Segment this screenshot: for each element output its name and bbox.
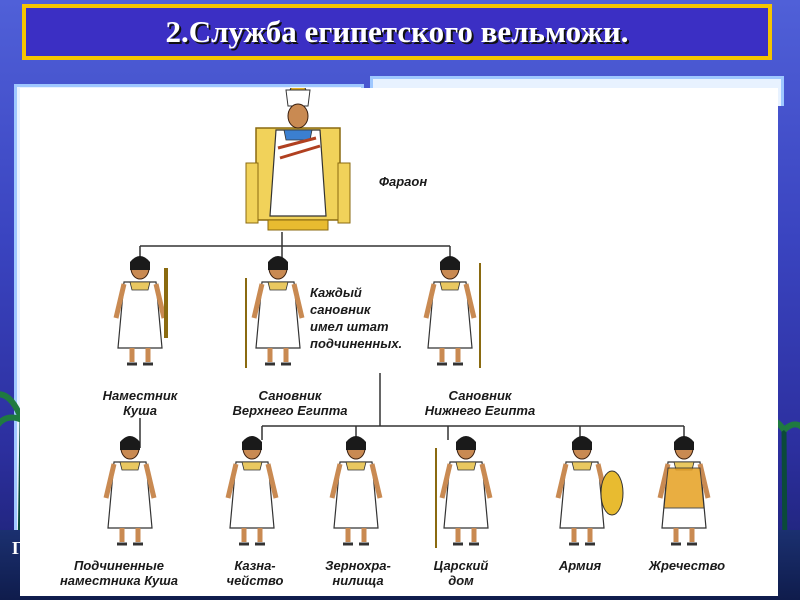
- slide-title-bar: 2.Служба египетского вельможи.: [22, 4, 772, 60]
- level2-label-royal-house: Царский дом: [433, 558, 489, 588]
- pharaoh-figure: [245, 88, 351, 231]
- level1-label-lower-egypt: Сановник Нижнего Египта: [424, 388, 536, 418]
- level2-label-priesthood: Жречество: [648, 558, 726, 573]
- kush-governor-figure: [116, 256, 168, 364]
- level1-label-upper-egypt: Сановник Верхнего Египта: [232, 388, 348, 418]
- slide-title: 2.Служба египетского вельможи.: [165, 14, 629, 49]
- hidden-text-fragment: Г: [12, 538, 24, 558]
- lower-egypt-official-figure: [426, 256, 481, 368]
- diagram-canvas: [20, 88, 778, 548]
- level1-label-kush-governor: Наместник Куша: [102, 388, 178, 418]
- kush-subordinates-figure: [106, 436, 154, 544]
- level2-label-kush-subordinates: Подчиненные наместника Куша: [59, 558, 179, 588]
- upper-egypt-official-figure: [245, 256, 302, 368]
- royal-house-figure: [435, 436, 490, 548]
- treasury-figure: [228, 436, 276, 544]
- priesthood-figure: [660, 436, 708, 544]
- level1-connectors: [139, 232, 451, 258]
- army-figure: [558, 436, 624, 544]
- level2-label-treasury: Казна- чейство: [226, 558, 284, 588]
- hierarchy-diagram: Фараон Каждый сановник имел штат подчине…: [20, 88, 778, 596]
- granaries-figure: [332, 436, 380, 544]
- level2-label-army: Армия: [558, 558, 602, 573]
- level2-label-granaries: Зернохра- нилища: [325, 558, 391, 588]
- pharaoh-label: Фараон: [378, 174, 428, 189]
- subordinates-note: Каждый сановник имел штат подчиненных.: [310, 285, 403, 351]
